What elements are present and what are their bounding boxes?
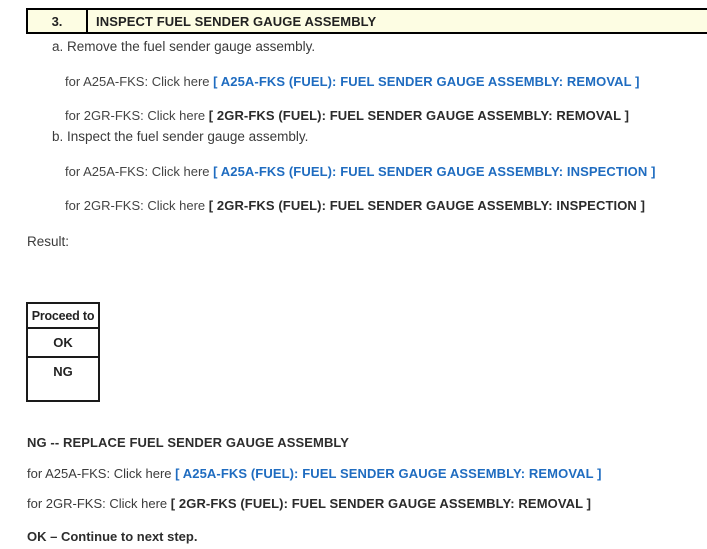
result-label: Result:	[27, 234, 70, 249]
step-header-banner: 3. INSPECT FUEL SENDER GAUGE ASSEMBLY	[26, 8, 707, 34]
link-line-a-2gr: for 2GR-FKS: Click here [ 2GR-FKS (FUEL)…	[0, 90, 707, 124]
step-number: 3.	[28, 10, 88, 32]
bottom-link-line-a25a: for A25A-FKS: Click here [ A25A-FKS (FUE…	[0, 452, 707, 482]
table-row: OK	[26, 327, 100, 358]
link-line-a-a25a: for A25A-FKS: Click here [ A25A-FKS (FUE…	[0, 56, 707, 90]
ng-outcome-heading: NG -- REPLACE FUEL SENDER GAUGE ASSEMBLY	[27, 435, 350, 450]
bottom-doc-link-a25a-removal[interactable]: [ A25A-FKS (FUEL): FUEL SENDER GAUGE ASS…	[175, 466, 602, 481]
link-lead-a-a25a: for A25A-FKS: Click here	[65, 74, 214, 89]
doc-link-a25a-inspection[interactable]: [ A25A-FKS (FUEL): FUEL SENDER GAUGE ASS…	[213, 164, 656, 179]
result-table-cell-ok[interactable]: OK	[26, 327, 100, 358]
result-table-wrapper: Proceed to OK NG	[26, 302, 100, 402]
bottom-link-lead-a25a: for A25A-FKS: Click here	[27, 466, 176, 481]
bottom-link-lead-2gr: for 2GR-FKS: Click here	[27, 496, 171, 511]
link-line-b-a25a: for A25A-FKS: Click here [ A25A-FKS (FUE…	[0, 146, 707, 180]
bottom-doc-link-2gr-removal[interactable]: [ 2GR-FKS (FUEL): FUEL SENDER GAUGE ASSE…	[170, 496, 592, 511]
step-title: INSPECT FUEL SENDER GAUGE ASSEMBLY	[96, 13, 377, 29]
doc-link-a25a-removal[interactable]: [ A25A-FKS (FUEL): FUEL SENDER GAUGE ASS…	[213, 74, 640, 89]
doc-link-2gr-inspection[interactable]: [ 2GR-FKS (FUEL): FUEL SENDER GAUGE ASSE…	[208, 198, 646, 213]
ok-outcome-heading: OK – Continue to next step.	[27, 529, 198, 544]
outcome-block: NG -- REPLACE FUEL SENDER GAUGE ASSEMBLY…	[0, 434, 707, 546]
link-lead-b-a25a: for A25A-FKS: Click here	[65, 164, 214, 179]
result-table-header-cell: Proceed to	[26, 302, 100, 329]
sub-step-a-label: a. Remove the fuel sender gauge assembly…	[52, 39, 316, 54]
link-line-b-2gr: for 2GR-FKS: Click here [ 2GR-FKS (FUEL)…	[0, 180, 707, 214]
bottom-link-line-2gr: for 2GR-FKS: Click here [ 2GR-FKS (FUEL)…	[0, 482, 707, 512]
table-row-header: Proceed to	[26, 302, 100, 329]
result-table: Proceed to OK NG	[26, 302, 100, 402]
sub-step-b-label: b. Inspect the fuel sender gauge assembl…	[52, 129, 309, 144]
link-lead-b-2gr: for 2GR-FKS: Click here	[65, 198, 209, 213]
result-table-cell-ng[interactable]: NG	[26, 356, 100, 402]
link-lead-a-2gr: for 2GR-FKS: Click here	[65, 108, 209, 123]
step-content: a. Remove the fuel sender gauge assembly…	[0, 34, 707, 251]
table-row: NG	[26, 356, 100, 402]
doc-link-2gr-removal[interactable]: [ 2GR-FKS (FUEL): FUEL SENDER GAUGE ASSE…	[208, 108, 630, 123]
